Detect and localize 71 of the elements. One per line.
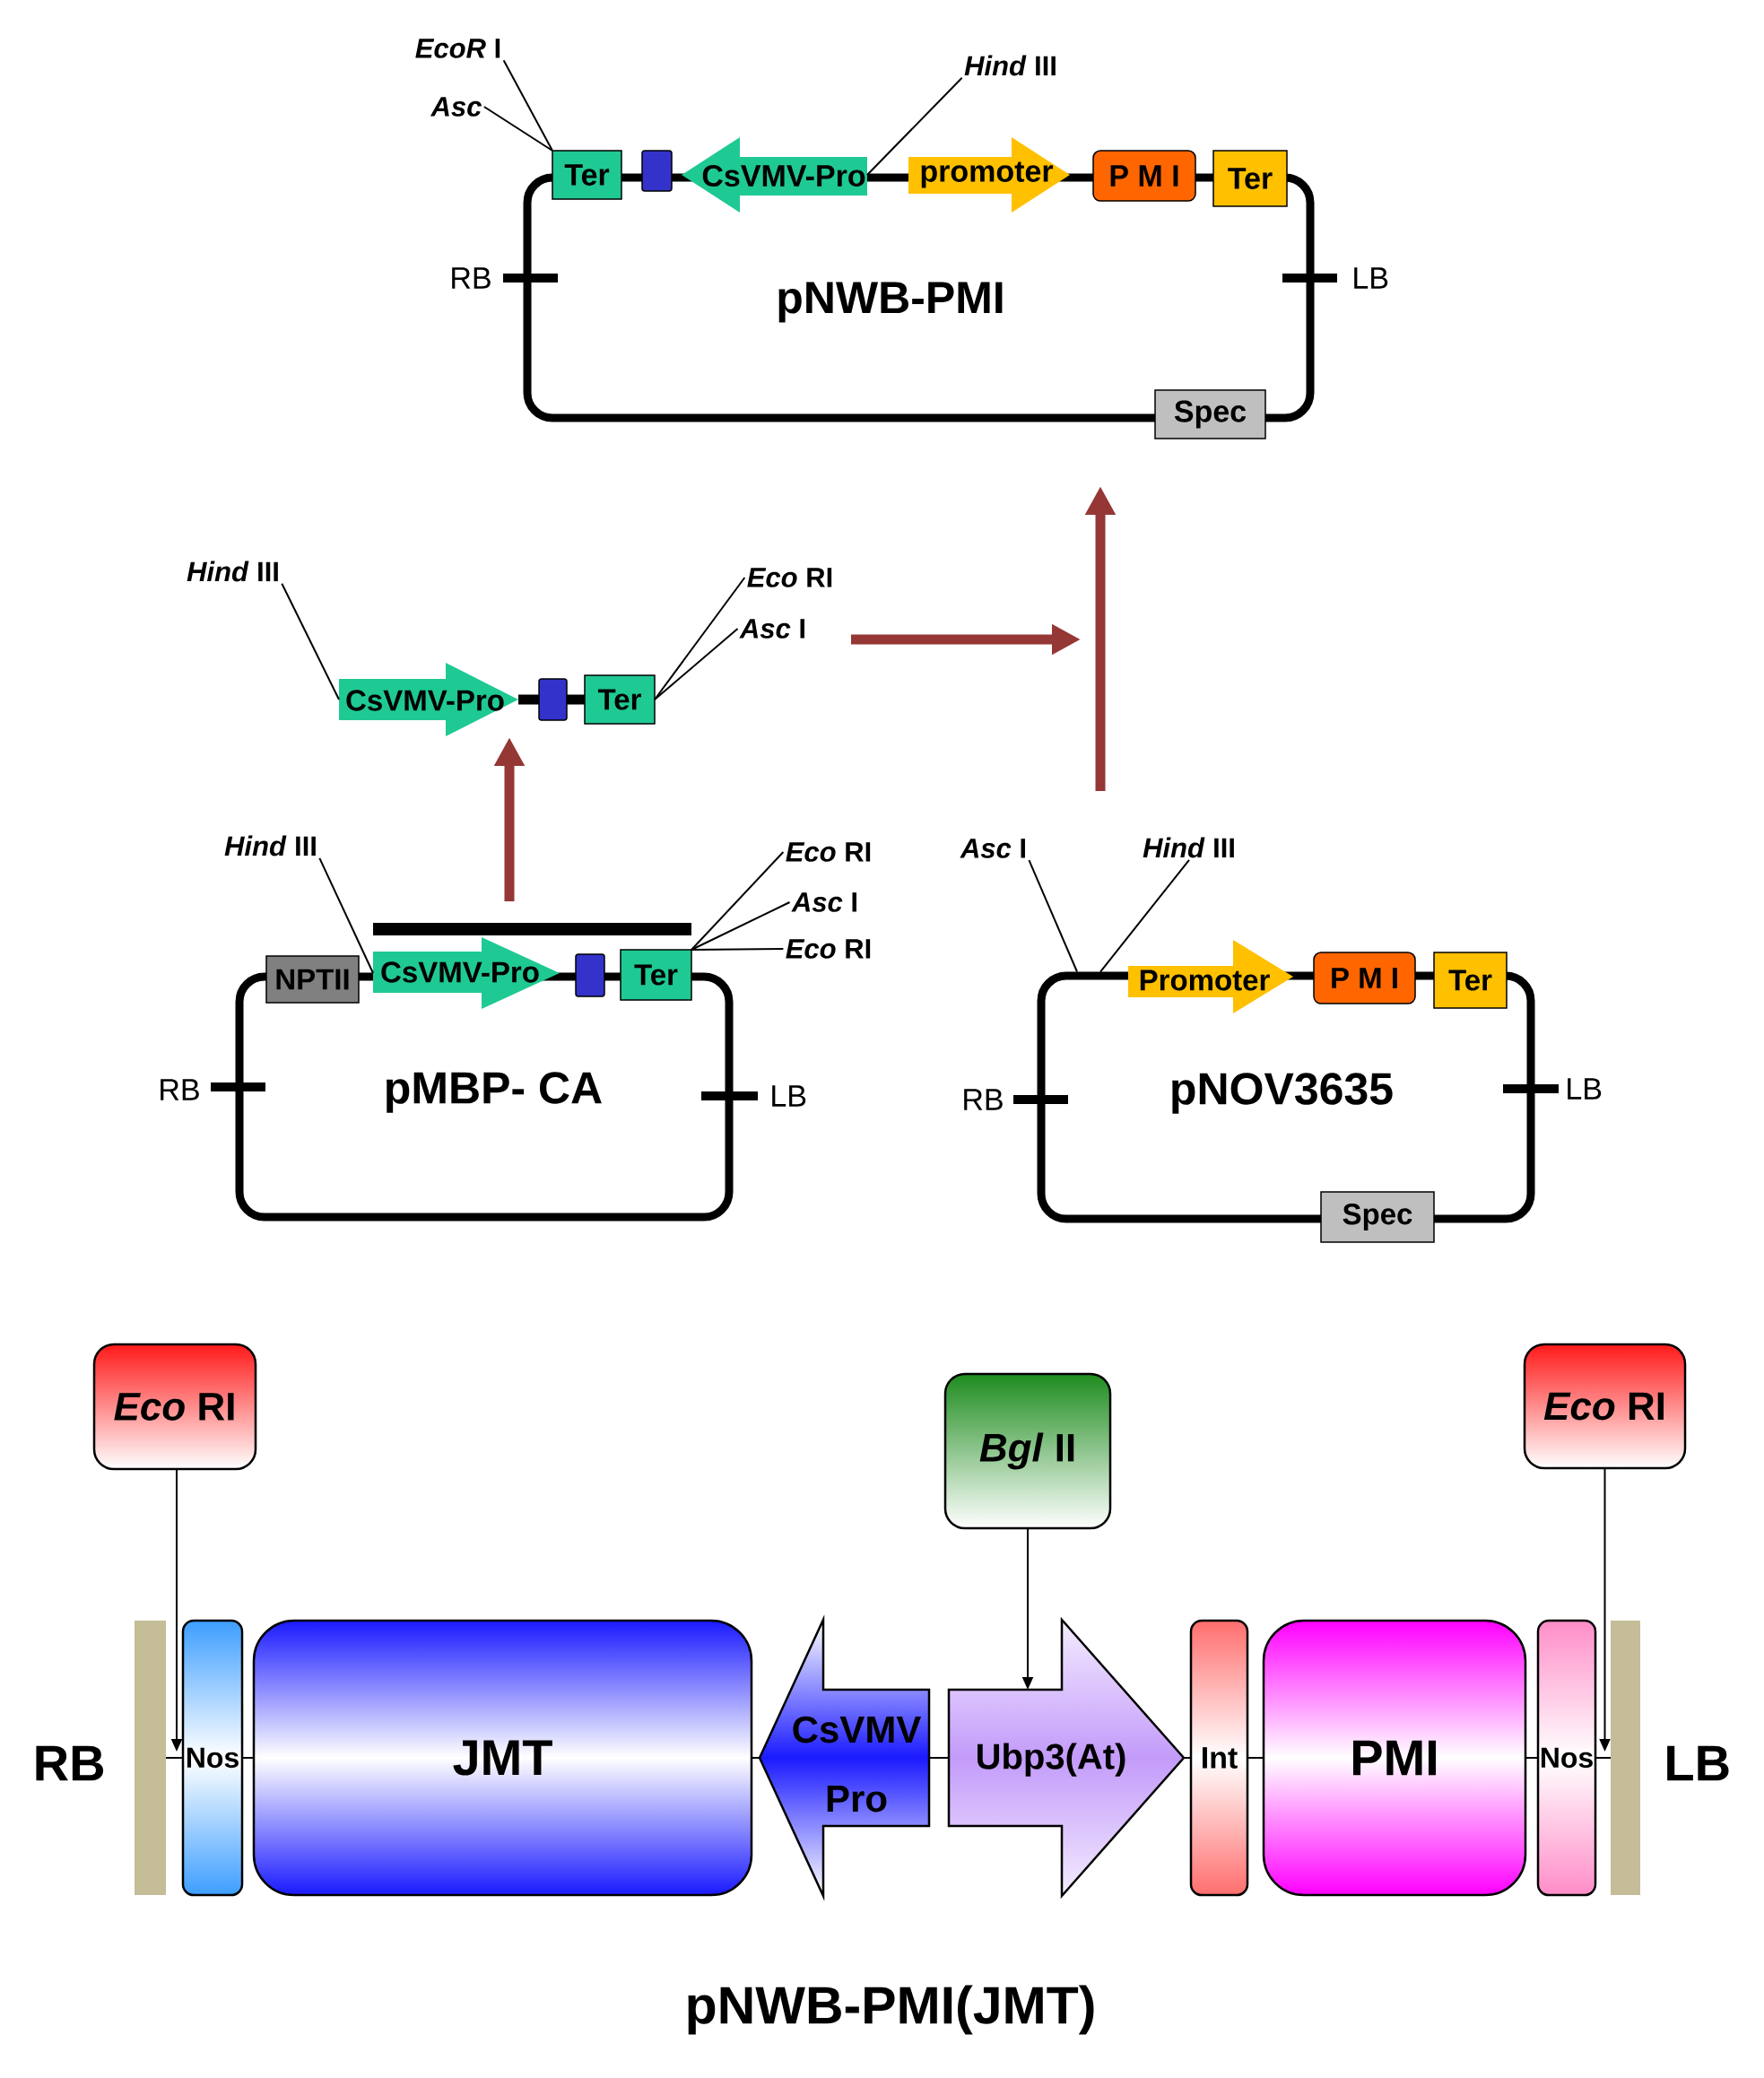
- gene-box: Nos: [181, 1619, 244, 1897]
- backbone-line: [1595, 1757, 1612, 1759]
- gene-box: P M I: [1092, 150, 1196, 202]
- gene-box: Ter: [1212, 150, 1288, 207]
- leader-line: [502, 59, 553, 152]
- leader-line: [866, 76, 963, 176]
- site-label: Hind III: [1143, 837, 1234, 858]
- site-label: Eco RI: [747, 568, 832, 587]
- site-label: Hind III: [224, 835, 316, 856]
- site-box: Eco RI: [92, 1343, 257, 1471]
- border-label: RB: [36, 1745, 104, 1781]
- gene-box: Ter: [620, 949, 692, 1001]
- promoter-block: promoter: [908, 137, 1070, 213]
- promoter-block: CsVMV-Pro: [339, 663, 518, 736]
- gene-box: P M I: [1313, 952, 1416, 1004]
- backbone-line: [1247, 1757, 1264, 1759]
- leader-line: [1099, 858, 1190, 973]
- gene-box: Ter: [584, 674, 656, 725]
- gene-box: Nos: [1536, 1619, 1597, 1897]
- border-label: LB: [1568, 1078, 1602, 1100]
- backbone-line: [751, 1757, 760, 1759]
- backbone-line: [1525, 1757, 1539, 1759]
- border-label: LB: [1354, 267, 1388, 289]
- border-label: LB: [772, 1085, 806, 1107]
- border-label: RB: [452, 267, 491, 289]
- backbone-line: [567, 694, 585, 705]
- site-label: Eco RI: [786, 842, 871, 862]
- promoter-block: CsVMV-Pro: [373, 937, 560, 1009]
- border-label: LB: [1667, 1745, 1729, 1781]
- site-box: Eco RI: [1523, 1343, 1687, 1470]
- gene-box: Int: [1189, 1619, 1249, 1897]
- small-box: [641, 150, 673, 192]
- leader-line: [654, 577, 746, 700]
- site-label: Asc I: [791, 892, 856, 912]
- gene-box: NPTII: [265, 955, 360, 1004]
- small-box: [575, 953, 605, 997]
- site-label: EcoR I: [415, 39, 500, 58]
- site-label: Asc: [430, 97, 482, 117]
- backbone-line: [165, 1757, 184, 1759]
- leader-line: [691, 901, 791, 951]
- gene-box: Spec: [1154, 389, 1266, 439]
- promoter-block: Ubp3(At): [947, 1616, 1186, 1900]
- backbone-line: [241, 1757, 255, 1759]
- gene-box: PMI: [1262, 1619, 1527, 1897]
- backbone-line: [1183, 1757, 1192, 1759]
- caption: pNWB-PMI(JMT): [688, 1985, 1094, 2035]
- leader-line: [318, 856, 374, 974]
- leader-line: [281, 582, 340, 700]
- promoter-block: Promoter: [1128, 940, 1293, 1013]
- gene-box: Spec: [1320, 1191, 1435, 1243]
- border-label: RB: [161, 1079, 199, 1100]
- gene-box: JMT: [252, 1619, 753, 1897]
- site-label: Hind III: [964, 55, 1056, 76]
- leader-line: [482, 106, 553, 152]
- gene-box: Ter: [1433, 952, 1508, 1009]
- backbone-line: [928, 1757, 950, 1759]
- border-label: RB: [964, 1089, 1003, 1110]
- leader-line: [1028, 859, 1078, 973]
- site-label: Eco RI: [786, 939, 871, 959]
- site-box: Bgl II: [943, 1372, 1112, 1530]
- leader-line: [691, 851, 785, 951]
- fragment-bar: [373, 923, 691, 935]
- site-label: Asc I: [739, 619, 804, 639]
- small-box: [538, 678, 568, 721]
- gene-box: Ter: [552, 150, 622, 200]
- site-label: Asc I: [960, 839, 1025, 858]
- site-label: Hind III: [187, 561, 278, 582]
- leader-line: [691, 948, 785, 951]
- leader-line: [654, 628, 739, 700]
- backbone-line: [518, 694, 539, 705]
- promoter-block: CsVMV-Pro: [682, 137, 867, 213]
